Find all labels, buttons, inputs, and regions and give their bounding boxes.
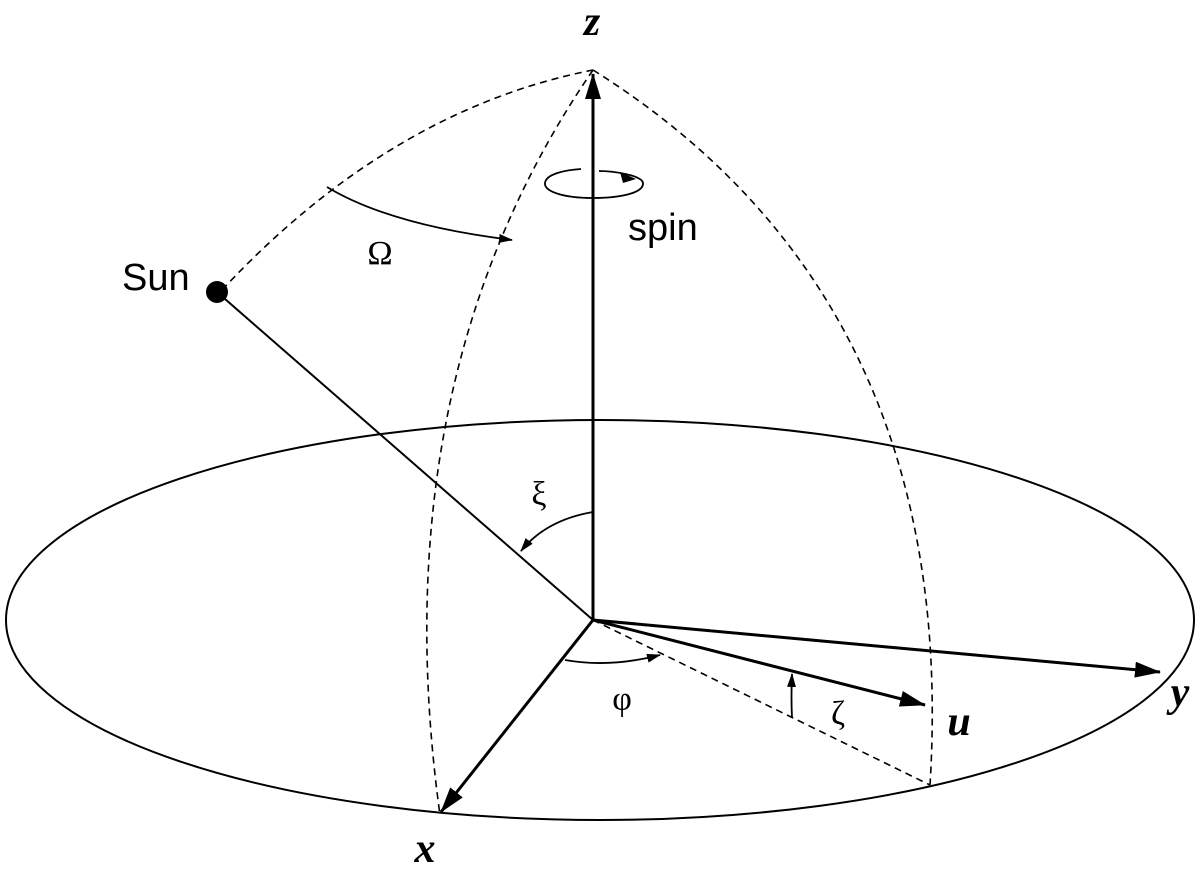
z-axis-label: z: [582, 0, 601, 45]
u-vector-label: u: [947, 699, 970, 745]
y-axis-arrow: [592, 618, 1161, 678]
phi-angle-arc: [564, 653, 661, 664]
sun-label: Sun: [122, 257, 190, 299]
u-projection-line: [592, 619, 931, 786]
phi-label: φ: [612, 681, 632, 718]
xi-label: ξ: [531, 476, 546, 513]
sun-meridian-arc: [221, 69, 594, 291]
x-meridian-arc: [426, 69, 594, 816]
x-axis-arrow: [439, 619, 595, 813]
omega-angle-arc: [326, 186, 513, 243]
omega-label: Ω: [367, 235, 392, 272]
spin-arrowhead: [620, 172, 636, 183]
equatorial-plane-ellipse: [5, 419, 1195, 821]
spin-label: spin: [628, 207, 698, 249]
x-axis-label: x: [414, 826, 436, 871]
sun-dot: [206, 281, 228, 303]
u-vector-arrow: [592, 618, 926, 707]
sun-direction-line: [216, 291, 594, 621]
xi-angle-arc: [520, 511, 594, 552]
zeta-angle-arc: [786, 673, 796, 719]
spin-rotation-arc: [544, 168, 644, 199]
zeta-label: ζ: [831, 695, 845, 732]
